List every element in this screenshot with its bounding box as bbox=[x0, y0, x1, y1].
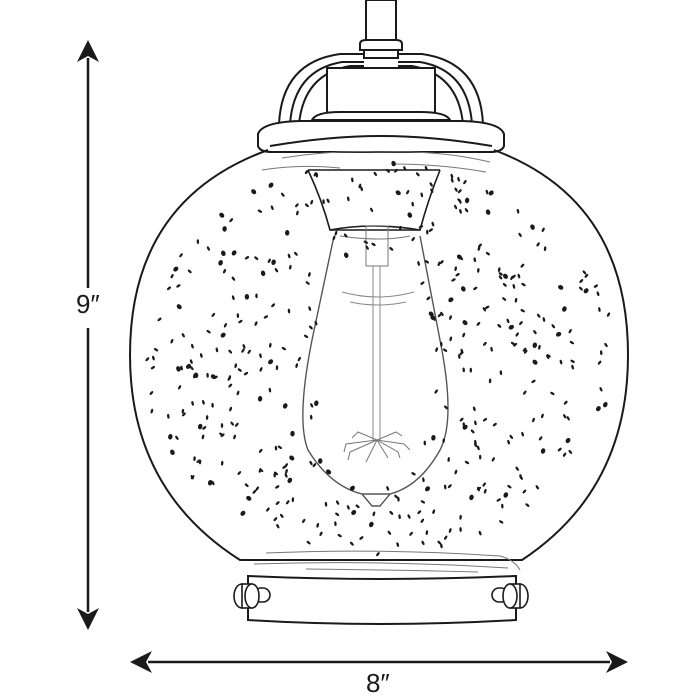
width-dimension-line bbox=[130, 651, 628, 673]
socket-cup bbox=[307, 169, 441, 267]
side-knob-left bbox=[233, 583, 271, 609]
stem-collar bbox=[359, 39, 403, 51]
arrow-up-icon bbox=[77, 40, 99, 62]
filament bbox=[343, 431, 411, 463]
side-knob-right bbox=[491, 583, 529, 609]
canopy-cap bbox=[310, 67, 452, 121]
arched-bracket bbox=[278, 53, 484, 125]
bottom-band bbox=[247, 574, 517, 625]
edison-bulb bbox=[302, 235, 449, 507]
globe-shade bbox=[128, 149, 630, 573]
arrow-left-icon bbox=[130, 651, 152, 673]
height-dimension-label: 9″ bbox=[76, 289, 100, 319]
glass-speckles bbox=[145, 160, 611, 557]
width-dimension-label: 8″ bbox=[366, 668, 390, 698]
arrow-right-icon bbox=[606, 651, 628, 673]
arrow-down-icon bbox=[77, 608, 99, 630]
stem bbox=[359, 0, 403, 59]
height-dimension-line bbox=[77, 40, 99, 630]
fitter-ring bbox=[257, 120, 505, 153]
